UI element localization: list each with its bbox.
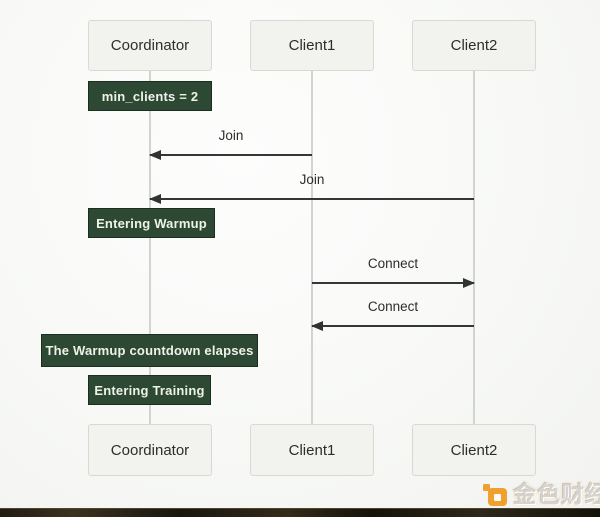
message-join-client1: Join bbox=[149, 127, 312, 160]
note-label: min_clients = 2 bbox=[101, 88, 199, 104]
lifeline-client2 bbox=[473, 70, 475, 425]
actor-bottom-coordinator: Coordinator bbox=[88, 424, 212, 476]
jinse-logo-icon bbox=[483, 484, 490, 491]
lifeline-client1 bbox=[311, 70, 313, 425]
jinse-logo-icon bbox=[488, 488, 507, 506]
actor-label: Client2 bbox=[450, 37, 498, 54]
message-label: Connect bbox=[367, 256, 419, 271]
message-line bbox=[312, 282, 474, 284]
note-label: Entering Training bbox=[94, 382, 205, 398]
note-warmup-countdown-elapses: The Warmup countdown elapses bbox=[41, 334, 258, 367]
arrowhead-left-icon bbox=[149, 193, 161, 204]
actor-bottom-client1: Client1 bbox=[250, 424, 374, 476]
note-label: The Warmup countdown elapses bbox=[45, 343, 254, 358]
actor-top-client2: Client2 bbox=[412, 20, 536, 71]
watermark-brand-text: 金色财经 bbox=[513, 482, 600, 508]
actor-label: Client2 bbox=[450, 441, 498, 459]
bottom-image-edge bbox=[0, 508, 600, 517]
arrowhead-left-icon bbox=[149, 149, 161, 160]
message-line bbox=[150, 154, 312, 156]
actor-label: Coordinator bbox=[110, 441, 190, 459]
actor-label: Coordinator bbox=[110, 37, 190, 54]
message-label: Join bbox=[299, 172, 325, 187]
message-label: Connect bbox=[367, 299, 419, 314]
message-line bbox=[150, 198, 474, 200]
arrowhead-right-icon bbox=[463, 277, 475, 288]
actor-top-client1: Client1 bbox=[250, 20, 374, 71]
jinse-logo-hole bbox=[494, 494, 501, 501]
message-join-client2: Join bbox=[149, 171, 474, 204]
message-line bbox=[312, 325, 474, 327]
message-connect-to-client1: Connect bbox=[311, 298, 474, 331]
lifeline-coordinator bbox=[149, 70, 151, 425]
arrowhead-left-icon bbox=[311, 320, 323, 331]
message-label: Join bbox=[218, 128, 244, 143]
note-min-clients: min_clients = 2 bbox=[88, 81, 212, 111]
actor-label: Client1 bbox=[288, 441, 336, 459]
note-entering-training: Entering Training bbox=[88, 375, 211, 405]
note-entering-warmup: Entering Warmup bbox=[88, 208, 215, 238]
watermark: 金色财经 bbox=[483, 482, 600, 510]
message-connect-to-client2: Connect bbox=[312, 255, 475, 288]
actor-top-coordinator: Coordinator bbox=[88, 20, 212, 71]
actor-bottom-client2: Client2 bbox=[412, 424, 536, 476]
actor-label: Client1 bbox=[288, 37, 336, 54]
note-label: Entering Warmup bbox=[96, 215, 207, 231]
